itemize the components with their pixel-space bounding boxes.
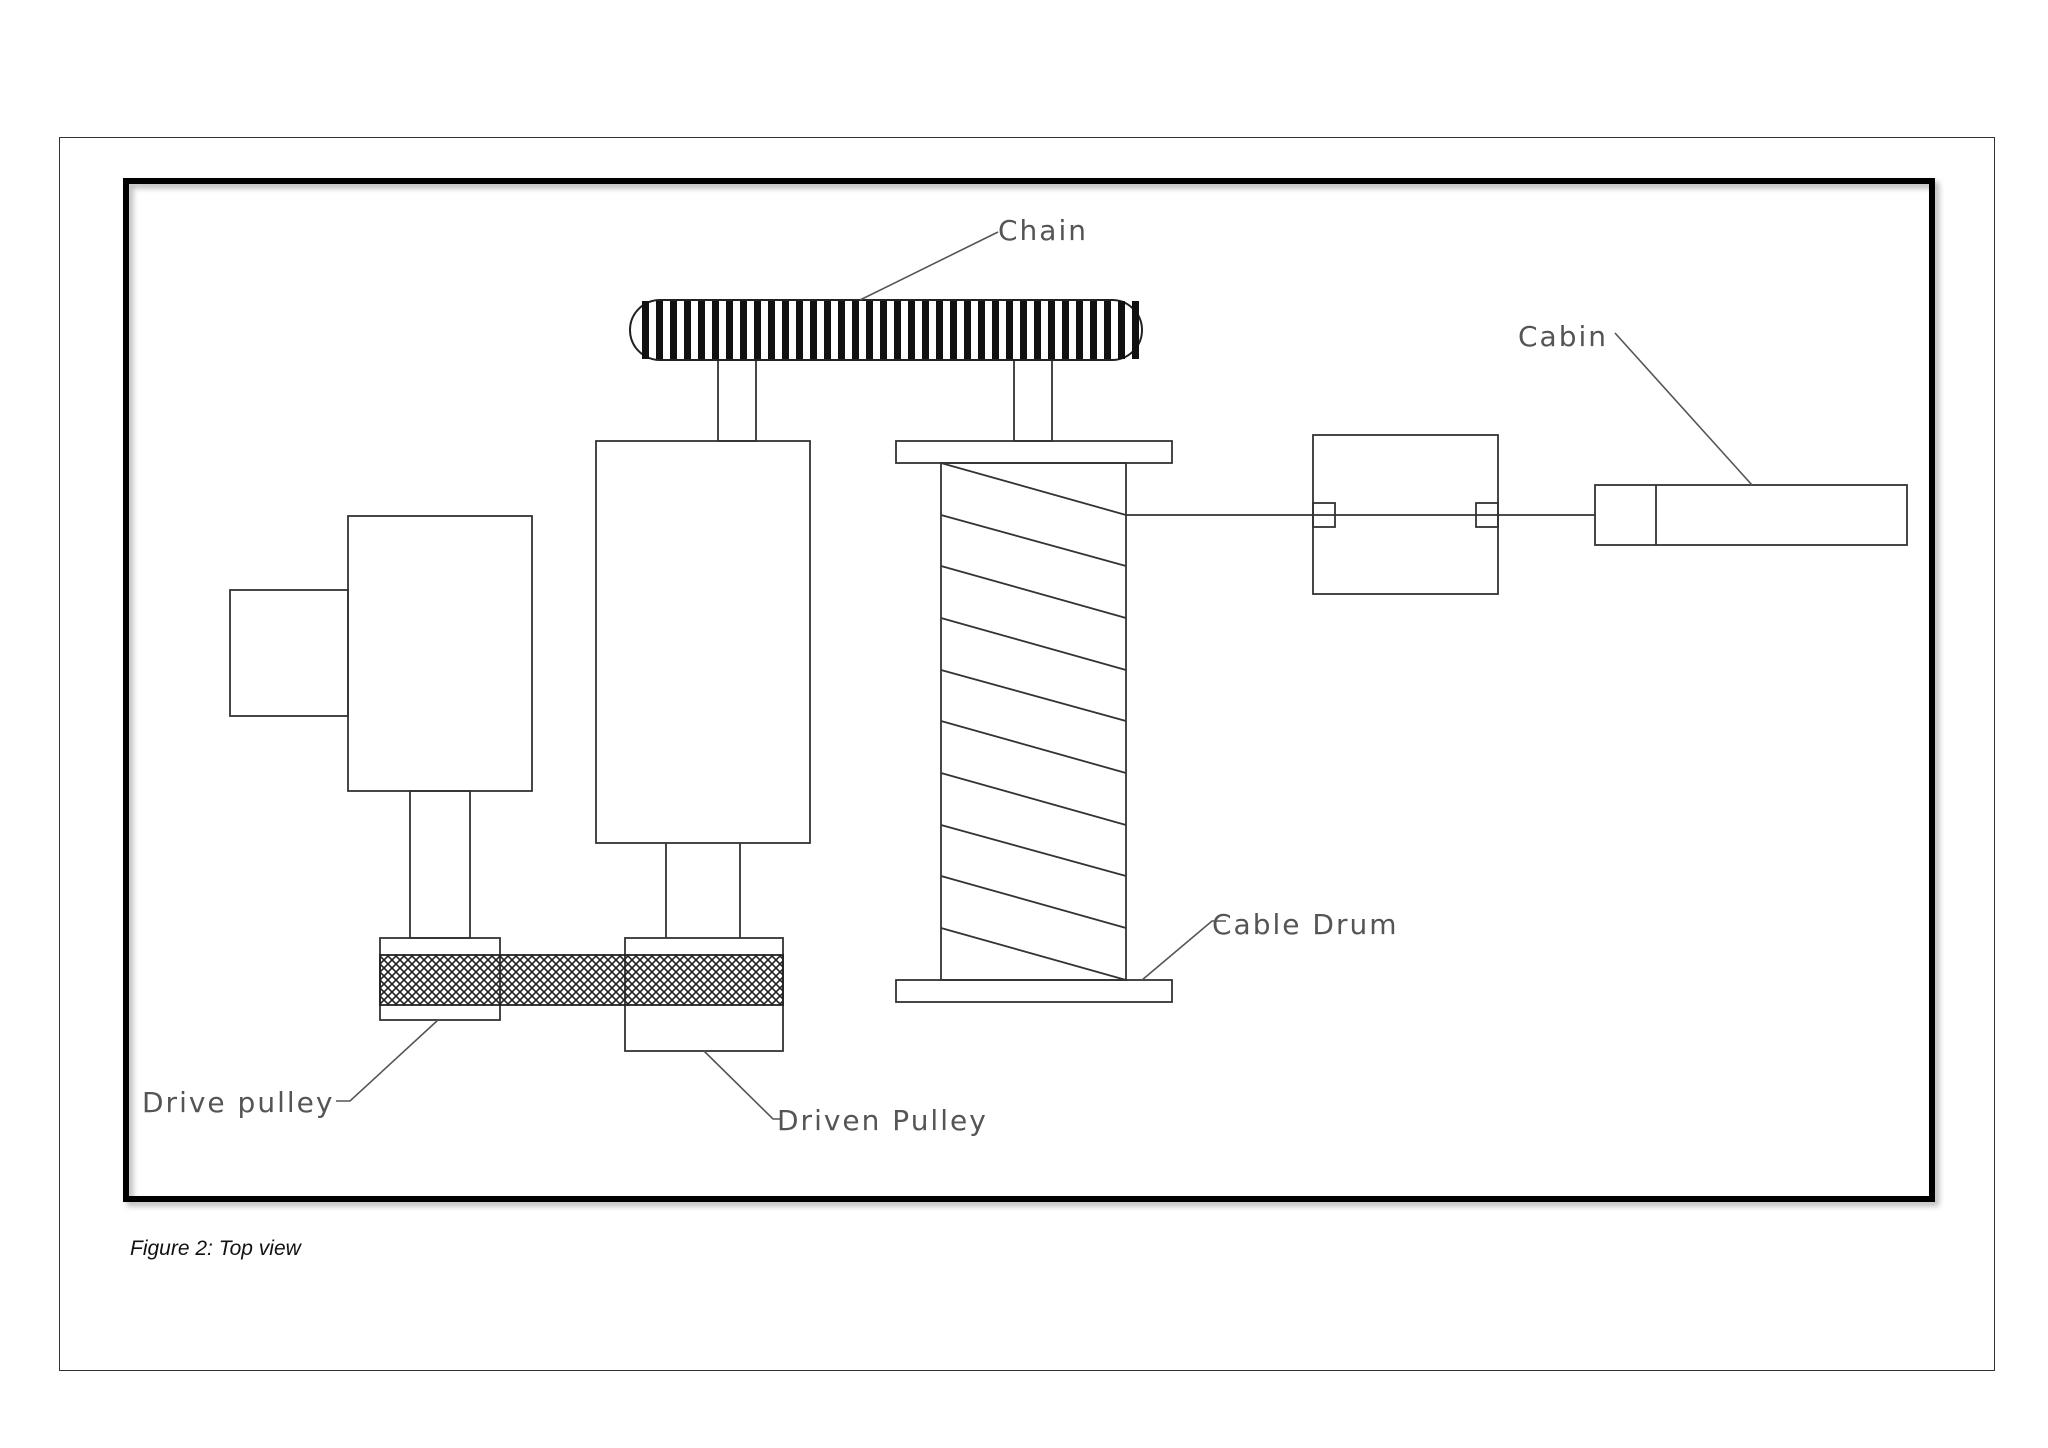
guide-block [1312, 434, 1499, 595]
leader-cable-drum [1141, 920, 1226, 981]
cable-drum [895, 440, 1173, 1003]
chain-link [1006, 301, 1013, 359]
chain-link [740, 301, 747, 359]
chain-link [656, 301, 663, 359]
chain-link [1132, 301, 1139, 359]
leader-chain [859, 231, 999, 301]
chain-link [866, 301, 873, 359]
chain-link [936, 301, 943, 359]
chain-link [698, 301, 705, 359]
chain-link [1104, 301, 1111, 359]
chain-link [838, 301, 845, 359]
leader-cabin [1614, 332, 1753, 486]
chain-link [992, 301, 999, 359]
chain-link [684, 301, 691, 359]
chain-link [754, 301, 761, 359]
chain-link [670, 301, 677, 359]
chain-link [908, 301, 915, 359]
chain-link [1076, 301, 1083, 359]
chain-link [894, 301, 901, 359]
chain-link [782, 301, 789, 359]
chain-link [768, 301, 775, 359]
label-chain: Chain [998, 214, 1088, 247]
chain-shape [629, 299, 1143, 361]
drum-shaft [1013, 359, 1053, 442]
chain-link [642, 301, 649, 359]
page-frame [59, 137, 1995, 1371]
chain-link [810, 301, 817, 359]
figure-caption: Figure 2: Top view [130, 1237, 301, 1260]
chain-link [950, 301, 957, 359]
cabin-shape [1594, 484, 1908, 546]
leader-driven-pulley [703, 1050, 781, 1120]
chain-link [964, 301, 971, 359]
label-drive-pulley: Drive pulley [142, 1086, 334, 1119]
chain-link [1034, 301, 1041, 359]
chain-link [852, 301, 859, 359]
chain-link [880, 301, 887, 359]
drawing-border [123, 178, 1935, 1202]
chain-link [922, 301, 929, 359]
motor [229, 515, 533, 939]
chain-link [1062, 301, 1069, 359]
gearbox [595, 359, 811, 938]
belt [379, 954, 784, 1006]
label-driven-pulley: Driven Pulley [777, 1104, 988, 1137]
chain-link [726, 301, 733, 359]
chain-link [824, 301, 831, 359]
leader-drive-pulley [336, 1019, 439, 1102]
chain-link [1020, 301, 1027, 359]
chain-link [1090, 301, 1097, 359]
chain-link [712, 301, 719, 359]
chain-link [978, 301, 985, 359]
chain-link [796, 301, 803, 359]
chain-link [1048, 301, 1055, 359]
chain-link [1118, 301, 1125, 359]
label-cable-drum: Cable Drum [1212, 908, 1398, 941]
label-cabin: Cabin [1518, 320, 1608, 353]
